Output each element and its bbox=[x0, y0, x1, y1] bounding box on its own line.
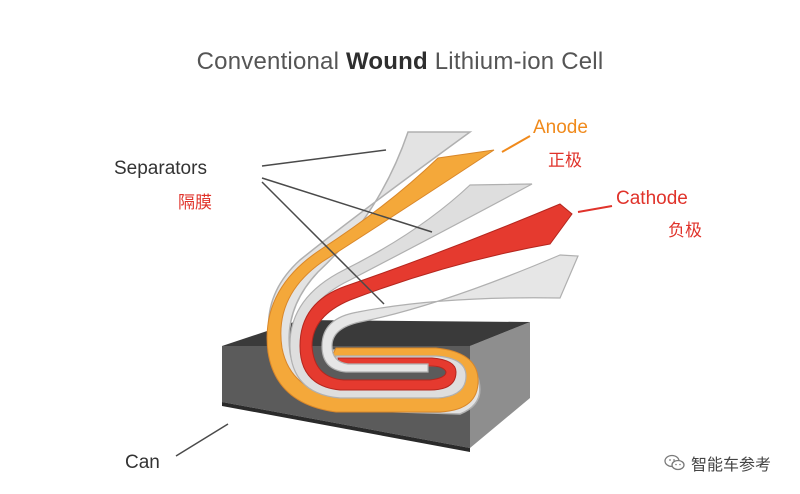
leader-lines bbox=[175, 149, 433, 457]
separator-sheet-inner bbox=[321, 254, 579, 373]
title-bold: Wound bbox=[346, 48, 428, 75]
watermark: 智能车参考 bbox=[664, 451, 771, 475]
cathode-label-zh: 负极 bbox=[668, 221, 702, 240]
can-base bbox=[222, 402, 470, 452]
cathode-label: Cathode bbox=[616, 188, 688, 209]
leader-separator-2 bbox=[261, 177, 433, 233]
leader-separator-1 bbox=[261, 149, 387, 167]
can-side bbox=[470, 322, 530, 448]
separators-label: Separators bbox=[114, 158, 207, 179]
cathode-sheet bbox=[299, 203, 573, 391]
leader-anode bbox=[501, 135, 531, 153]
title-suffix: Lithium-ion Cell bbox=[434, 48, 604, 75]
leader-separator-3 bbox=[261, 181, 385, 305]
diagram-title: Conventional Wound Lithium-ion Cell bbox=[0, 48, 800, 76]
leader-cathode bbox=[577, 205, 613, 213]
leader-can bbox=[175, 423, 229, 457]
watermark-text: 智能车参考 bbox=[691, 457, 772, 474]
can-label: Can bbox=[125, 452, 160, 473]
title-prefix: Conventional bbox=[196, 48, 340, 75]
separators-label-zh: 隔膜 bbox=[178, 193, 212, 212]
wechat-icon bbox=[664, 454, 685, 471]
anode-label: Anode bbox=[533, 117, 588, 138]
anode-label-zh: 正极 bbox=[548, 151, 582, 170]
